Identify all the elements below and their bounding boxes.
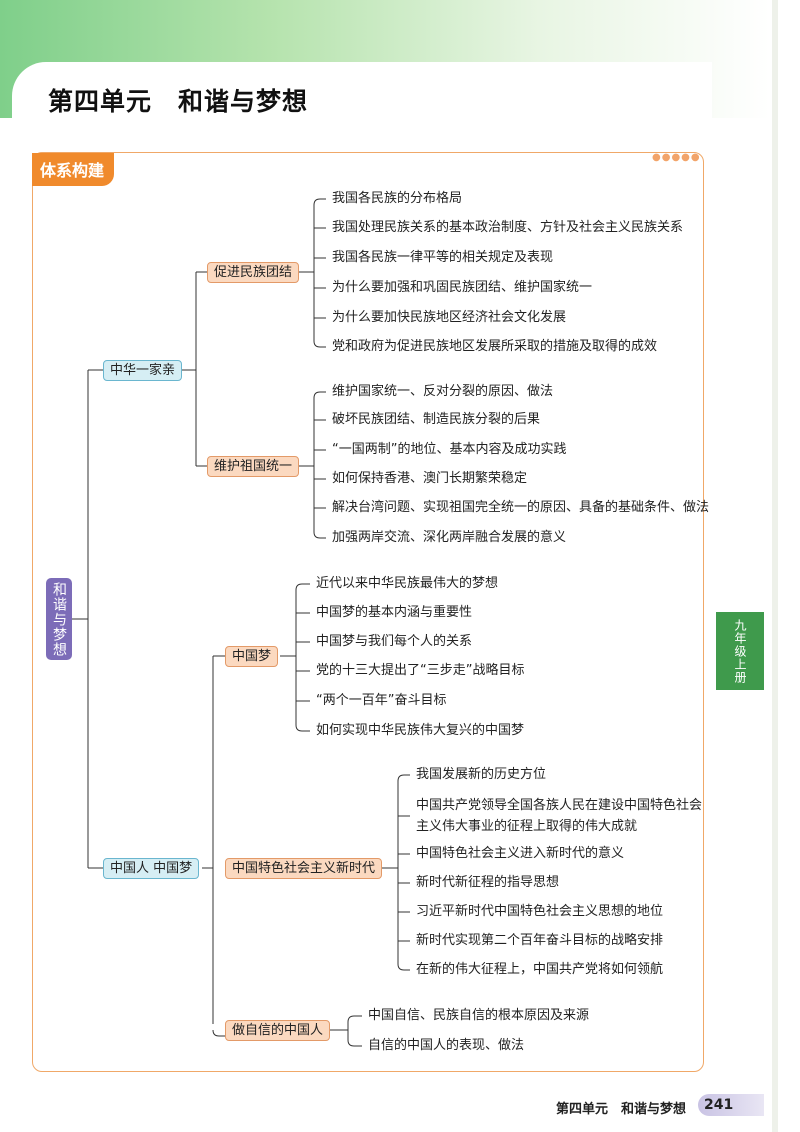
mindmap-frame — [32, 152, 704, 1072]
page-edge — [772, 0, 778, 1132]
list-item: 为什么要加强和巩固民族团结、维护国家统一 — [332, 280, 593, 295]
list-item: 中国梦与我们每个人的关系 — [316, 634, 473, 649]
list-item: 在新的伟大征程上，中国共产党将如何领航 — [416, 962, 664, 977]
header-tab — [12, 62, 712, 122]
page-number: 241 — [698, 1094, 764, 1116]
node-zhongguomeng: 中国梦 — [225, 646, 279, 667]
node-weihu-zuguo-tongyi: 维护祖国统一 — [207, 456, 300, 477]
list-item: 党的十三大提出了“三步走”战略目标 — [316, 663, 525, 678]
node-zhongguoren-zhongguomeng: 中国人 中国梦 — [103, 858, 200, 879]
list-item: 如何保持香港、澳门长期繁荣稳定 — [332, 471, 528, 486]
list-item: 中国特色社会主义进入新时代的意义 — [416, 846, 625, 861]
section-label: 体系构建 — [32, 153, 115, 186]
list-item: 破坏民族团结、制造民族分裂的后果 — [332, 412, 541, 427]
unit-title: 第四单元 和谐与梦想 — [48, 87, 309, 116]
list-item: 习近平新时代中国特色社会主义思想的地位 — [416, 904, 664, 919]
list-item: 加强两岸交流、深化两岸融合发展的意义 — [332, 530, 567, 545]
node-xinshidai: 中国特色社会主义新时代 — [225, 858, 383, 879]
decorative-dots: ●●●●● — [652, 152, 701, 163]
footer-unit-title: 第四单元 和谐与梦想 — [556, 1102, 687, 1117]
list-item: 自信的中国人的表现、做法 — [368, 1038, 525, 1053]
list-item: 近代以来中华民族最伟大的梦想 — [316, 576, 499, 591]
list-item: 为什么要加快民族地区经济社会文化发展 — [332, 310, 567, 325]
list-item: 我国各民族的分布格局 — [332, 191, 463, 206]
list-item: “两个一百年”奋斗目标 — [316, 693, 447, 708]
list-item: 维护国家统一、反对分裂的原因、做法 — [332, 384, 554, 399]
list-item: 我国各民族一律平等的相关规定及表现 — [332, 250, 554, 265]
list-item: 中国自信、民族自信的根本原因及来源 — [368, 1008, 590, 1023]
list-item: 中国共产党领导全国各族人民在建设中国特色社会主义伟大事业的征程上取得的伟大成就 — [416, 798, 703, 834]
list-item: 如何实现中华民族伟大复兴的中国梦 — [316, 723, 525, 738]
list-item: 新时代实现第二个百年奋斗目标的战略安排 — [416, 933, 664, 948]
list-item: 我国发展新的历史方位 — [416, 767, 547, 782]
node-zuo-zixin-de-zhongguoren: 做自信的中国人 — [225, 1020, 331, 1041]
list-item: “一国两制”的地位、基本内容及成功实践 — [332, 442, 567, 457]
root-node: 和谐与梦想 — [46, 578, 72, 660]
grade-side-tab: 九年级上册 — [716, 612, 764, 690]
list-item: 解决台湾问题、实现祖国完全统一的原因、具备的基础条件、做法 — [332, 500, 710, 515]
node-cujin-minzu-tuanjie: 促进民族团结 — [207, 262, 300, 283]
list-item: 新时代新征程的指导思想 — [416, 875, 560, 890]
list-item: 党和政府为促进民族地区发展所采取的措施及取得的成效 — [332, 339, 658, 354]
list-item: 中国梦的基本内涵与重要性 — [316, 605, 473, 620]
list-item: 我国处理民族关系的基本政治制度、方针及社会主义民族关系 — [332, 220, 684, 235]
node-zhonghua-yijiaqin: 中华一家亲 — [103, 360, 183, 381]
